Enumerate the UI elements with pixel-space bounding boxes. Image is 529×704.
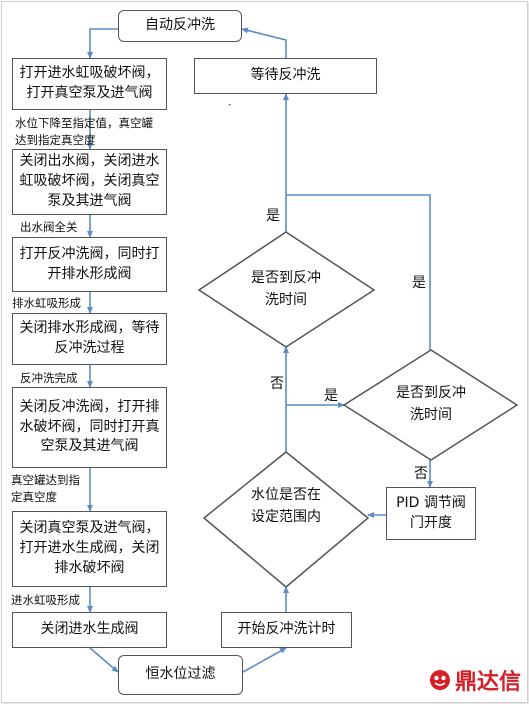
decision-time-right-text: 是否到反冲 洗时间 <box>381 383 481 426</box>
start-node-label: 自动反冲洗 <box>145 17 215 34</box>
time-top-line1: 是否到反冲 <box>251 270 321 286</box>
edge-label-1: 水位下降至指定值，真空罐 达到指定真空度 <box>15 115 153 148</box>
step6-line1: 关闭真空泵及进气阀， <box>19 520 160 537</box>
label-yes-level: 是 <box>324 388 338 404</box>
step6-line2: 打开进水生成阀，关闭 <box>19 540 160 557</box>
level-line2: 设定范围内 <box>251 508 321 525</box>
edge5-line1: 真空罐达到指 <box>11 473 80 487</box>
arrow-wait-to-start <box>241 27 287 58</box>
time-right-line2: 洗时间 <box>410 406 452 423</box>
step3-line1: 打开反冲洗阀，同时打 <box>19 245 160 262</box>
edge1-line1: 水位下降至指定值，真空罐 <box>15 116 153 130</box>
decision-time-right <box>342 349 519 461</box>
step-wait-backwash: 关闭排水形成阀，等待 反冲洗过程 <box>12 313 167 365</box>
brand-logo: 鼎达信 <box>429 664 521 696</box>
time-top-line2: 洗时间 <box>265 291 307 308</box>
pid-line1: PID 调节阀 <box>396 494 466 511</box>
level-line1: 水位是否在 <box>251 487 321 503</box>
wait-label: 等待反冲洗 <box>250 67 321 84</box>
step-open-backwash: 打开反冲洗阀，同时打 开排水形成阀 <box>12 237 167 292</box>
start-timer-node: 开始反冲洗计时 <box>221 612 352 648</box>
arrow-filter-to-timer <box>242 647 287 673</box>
step2-line3: 泵及其进气阀 <box>47 192 132 209</box>
arrow-start-to-left1 <box>87 28 118 59</box>
step-close-backwash: 关闭反冲洗阀，打开排 水破坏阀，同时打开真 空泵及其进气阀 <box>12 387 167 468</box>
step5-line2: 水破坏阀，同时打开真 <box>19 418 160 435</box>
arrow-timecheck-right-yes-to-wait <box>286 194 431 350</box>
start-node: 自动反冲洗 <box>118 10 242 42</box>
step3-line2: 开排水形成阀 <box>47 265 132 282</box>
stray-mark: - <box>228 100 232 110</box>
edge-label-2: 出水阀全关 <box>20 220 78 234</box>
step4-line2: 反冲洗过程 <box>54 340 125 356</box>
edge-label-5: 真空罐达到指 定真空度 <box>11 472 80 505</box>
step5-line3: 空泵及其进气阀 <box>40 438 139 455</box>
filter-label: 恒水位过滤 <box>145 666 216 683</box>
step4-line1: 关闭排水形成阀，等待 <box>19 320 160 337</box>
step5-line1: 关闭反冲洗阀，打开排 <box>19 398 160 415</box>
edge-label-3: 排水虹吸形成 <box>12 296 81 310</box>
logo-text: 鼎达信 <box>454 670 521 695</box>
step-close-vacuum: 关闭真空泵及进气阀， 打开进水生成阀，关闭 排水破坏阀 <box>12 511 167 587</box>
step-close-outlet: 关闭出水阀，关闭进水 虹吸破坏阀，关闭真空 泵及其进气阀 <box>12 149 167 215</box>
wait-node: 等待反冲洗 <box>194 58 377 94</box>
edge-label-6: 进水虹吸形成 <box>11 593 80 607</box>
logo-icon <box>429 670 450 690</box>
step1-line1: 打开进水虹吸破坏阀， <box>19 65 160 82</box>
decision-water-level <box>202 451 370 588</box>
step2-line1: 关闭出水阀，关闭进水 <box>19 153 160 170</box>
decision-time-top-text: 是否到反冲 洗时间 <box>236 268 336 311</box>
label-no-time-right: 否 <box>414 466 428 482</box>
step1-line2: 打开真空泵及进气阀 <box>26 85 153 101</box>
decision-time-top <box>197 231 376 348</box>
decision-level-text: 水位是否在 设定范围内 <box>236 485 336 528</box>
step-close-inlet: 关闭进水生成阀 <box>12 612 167 648</box>
step2-line2: 虹吸破坏阀，关闭真空 <box>19 173 160 190</box>
time-right-line1: 是否到反冲 <box>396 385 466 401</box>
arrow-left7-to-filter <box>89 647 119 673</box>
pid-line2: 门开度 <box>410 514 452 531</box>
start-timer-label: 开始反冲洗计时 <box>237 621 336 638</box>
pid-node: PID 调节阀 门开度 <box>386 487 476 540</box>
step6-line3: 排水破坏阀 <box>54 559 125 576</box>
label-yes-top: 是 <box>266 208 280 224</box>
step7-label: 关闭进水生成阀 <box>40 621 139 638</box>
filter-node: 恒水位过滤 <box>118 655 243 695</box>
edge-label-4: 反冲洗完成 <box>20 371 78 385</box>
step-open-siphon-vacuum: 打开进水虹吸破坏阀， 打开真空泵及进气阀 <box>12 58 167 110</box>
label-no-level: 否 <box>270 376 284 392</box>
edge1-line2: 达到指定真空度 <box>15 132 96 147</box>
edge5-line2: 定真空度 <box>11 489 57 504</box>
label-yes-right: 是 <box>412 275 426 291</box>
